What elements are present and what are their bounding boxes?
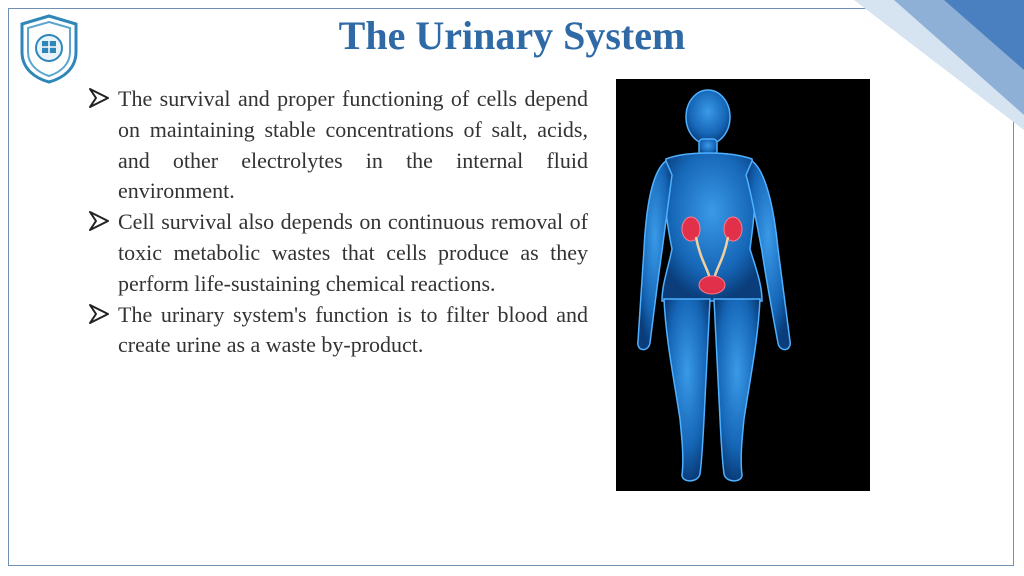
bullet-text: Cell survival also depends on continuous… bbox=[118, 209, 588, 296]
slide-title: The Urinary System bbox=[338, 13, 686, 58]
urinary-system-figure bbox=[616, 79, 870, 491]
bullet-text: The urinary system's function is to filt… bbox=[118, 301, 588, 358]
bullet-text: The survival and proper functioning of c… bbox=[118, 86, 588, 204]
list-item: The survival and proper functioning of c… bbox=[88, 84, 588, 207]
arrowhead-bullet-icon bbox=[89, 211, 109, 232]
corner-decoration-icon bbox=[854, 0, 1024, 130]
arrowhead-bullet-icon bbox=[89, 303, 109, 324]
slide-frame bbox=[8, 8, 1014, 566]
human-body-illustration bbox=[637, 89, 791, 482]
arrowhead-bullet-icon bbox=[89, 88, 109, 108]
list-item: The urinary system's function is to filt… bbox=[88, 300, 588, 362]
list-item: Cell survival also depends on continuous… bbox=[88, 207, 588, 299]
university-crest-icon bbox=[20, 14, 78, 84]
bullet-list: The survival and proper functioning of c… bbox=[88, 84, 588, 361]
